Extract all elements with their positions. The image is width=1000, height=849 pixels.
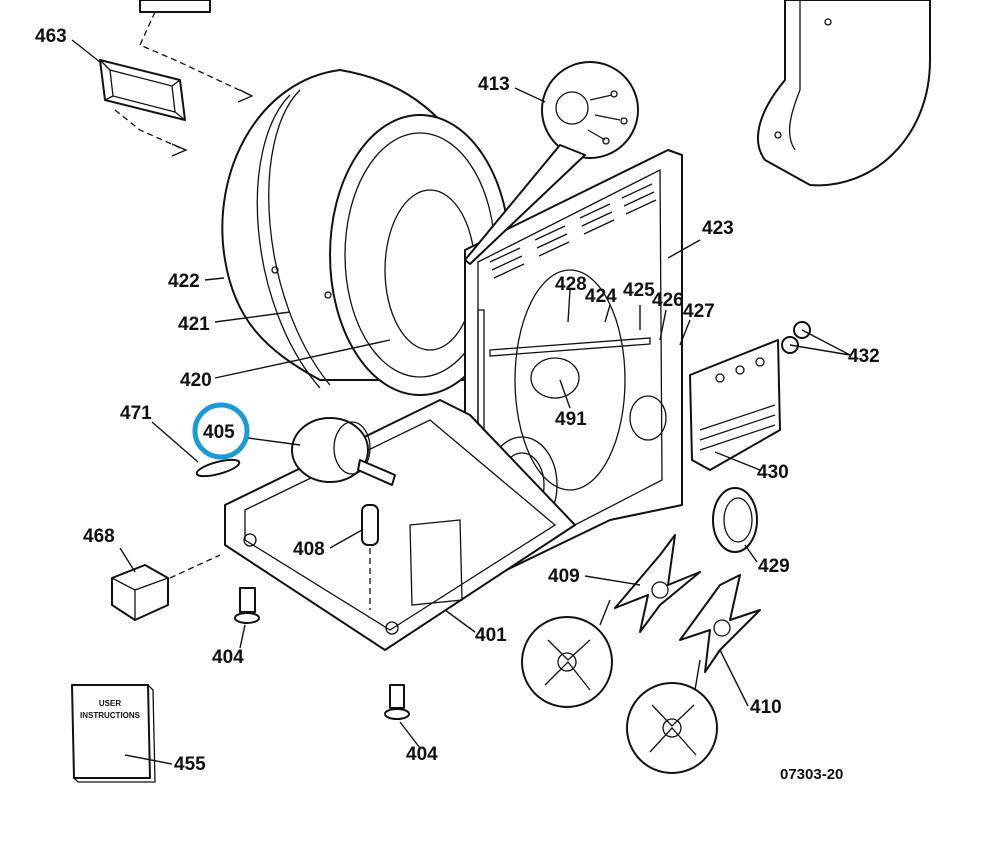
manual-line2: INSTRUCTIONS [80,711,141,720]
label-491: 491 [555,409,587,430]
part-labels: 463 413 423 422 421 420 428 424 425 426 … [35,26,880,783]
label-426: 426 [652,290,684,311]
duct-top-partial [114,0,254,157]
part-404-foot-a [234,587,260,624]
part-413-inset [464,61,639,265]
label-427: 427 [683,301,715,322]
label-405: 405 [203,422,235,443]
label-408: 408 [293,539,325,560]
label-421: 421 [178,314,210,335]
part-404-foot-b [384,684,410,720]
label-468: 468 [83,526,115,547]
part-432-thermostats [781,321,811,354]
impeller-inset-b [626,682,718,774]
label-430: 430 [757,462,789,483]
leader-lines [71,39,851,765]
label-455: 455 [174,754,206,775]
label-429: 429 [758,556,790,577]
label-471: 471 [120,403,152,424]
part-409-impeller [614,534,701,633]
label-410: 410 [750,697,782,718]
part-455-manual: USER INSTRUCTIONS [71,684,156,783]
label-420: 420 [180,370,212,391]
impeller-inset-a [521,616,613,708]
label-413: 413 [478,74,510,95]
part-429-ring [712,487,758,553]
label-404-a: 404 [212,647,244,668]
label-423: 423 [702,218,734,239]
label-409: 409 [548,566,580,587]
part-463-duct-adapter [99,59,186,121]
part-430-heater [689,339,781,471]
part-405-motor [291,417,396,486]
label-425: 425 [623,280,655,301]
manual-line1: USER [99,699,121,708]
vent-slots [489,183,657,279]
blower-housing-partial [756,0,931,187]
label-424: 424 [585,286,617,307]
highlight-ring-405 [192,402,250,460]
label-422: 422 [168,271,200,292]
part-471-belt [195,458,241,478]
figure-code: 07303-20 [780,766,843,783]
part-468-cube [111,554,221,621]
part-410-impeller [679,574,761,673]
label-428: 428 [555,274,587,295]
label-404-b: 404 [406,744,438,765]
part-408-idler [361,504,379,610]
label-401: 401 [475,625,507,646]
label-463: 463 [35,26,67,47]
label-432: 432 [848,346,880,367]
